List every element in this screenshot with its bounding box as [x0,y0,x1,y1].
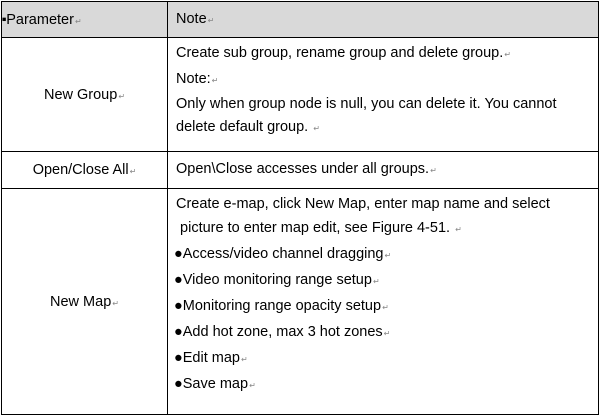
bullet-icon: ● [174,246,183,262]
param-cell: New Map [1,188,168,415]
bullet-item: ●Access/video channel dragging [168,242,598,268]
note-cell: Create sub group, rename group and delet… [167,37,599,152]
bullet-text: Video monitoring range setup [183,272,380,288]
note-line: Open\Close accesses under all groups. [176,161,437,177]
param-cell: New Group [1,37,168,152]
header-label: Parameter [6,12,81,28]
bullet-item: ●Video monitoring range setup [168,268,598,294]
note-line: Create e-map, click New Map, enter map n… [176,196,550,212]
table-row: New Group Create sub group, rename group… [1,37,599,152]
bullet-icon: ● [174,324,183,340]
note-cell: Open\Close accesses under all groups. [167,151,599,189]
bullet-text: Access/video channel dragging [183,246,391,262]
table-row: New Map Create e-map, click New Map, ent… [1,188,599,415]
note-line: Only when group node is null, you can de… [176,96,557,112]
bullet-item: ●Save map [168,372,598,398]
bullet-item: ●Add hot zone, max 3 hot zones [168,320,598,346]
bullet-item: ●Monitoring range opacity setup [168,294,598,320]
note-line: Create sub group, rename group and delet… [176,45,511,61]
bullet-text: Add hot zone, max 3 hot zones [183,324,391,340]
param-cell: Open/Close All [1,151,168,189]
bullet-icon: ● [174,298,183,314]
table-header-row: ■Parameter Note [1,1,599,38]
param-label: Open/Close All [33,162,137,178]
header-label: Note [176,11,214,27]
note-cell: Create e-map, click New Map, enter map n… [167,188,599,415]
note-line: picture to enter map edit, see Figure 4-… [176,220,462,236]
bullet-text: Monitoring range opacity setup [183,298,389,314]
note-line: delete default group. [176,119,320,135]
bullet-text: Save map [183,376,256,392]
note-line: Note: [176,71,218,87]
table-row: Open/Close All Open\Close accesses under… [1,151,599,189]
param-label: New Group [44,87,125,103]
header-note: Note [167,1,599,38]
bullet-text: Edit map [183,350,248,366]
bullet-icon: ● [174,272,183,288]
bullet-icon: ● [174,376,183,392]
header-parameter: ■Parameter [1,1,168,38]
param-label: New Map [50,294,119,310]
bullet-icon: ● [174,350,183,366]
bullet-item: ●Edit map [168,346,598,372]
